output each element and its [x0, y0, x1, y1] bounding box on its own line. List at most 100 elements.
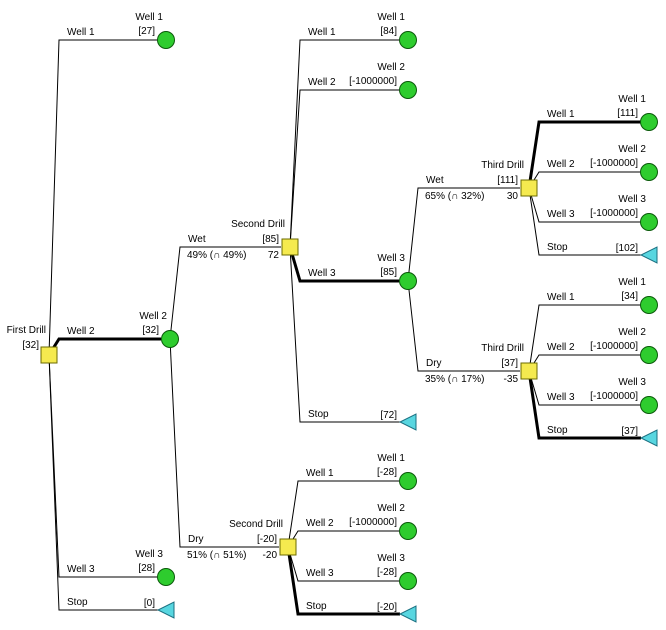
node-name: Well 3 [135, 549, 163, 560]
terminal-node-circle [399, 522, 417, 540]
branch-label: Stop [308, 409, 329, 420]
node-value: [-1000000] [349, 517, 397, 528]
node-value: [34] [621, 291, 638, 302]
branch-label: Well 2 [67, 326, 95, 337]
branch-label: Dry [426, 358, 442, 369]
node-extra-value: -20 [263, 550, 278, 561]
node-value: [-20] [257, 534, 277, 545]
edge [47, 337, 161, 356]
node-name: Second Drill [229, 519, 283, 530]
edge [528, 187, 641, 223]
edge [169, 338, 279, 548]
edge [528, 304, 641, 372]
edge [528, 354, 641, 372]
node-value: [-1000000] [349, 76, 397, 87]
node-name: Well 1 [377, 12, 405, 23]
terminal-node-circle [399, 81, 417, 99]
node-name: First Drill [7, 325, 46, 336]
edge [407, 280, 520, 372]
branch-label: Well 2 [306, 518, 334, 529]
node-name: Well 2 [377, 503, 405, 514]
terminal-node-circle [399, 472, 417, 490]
chance-node-circle [161, 330, 179, 348]
stop-terminal-triangle [398, 605, 417, 623]
terminal-node-circle [399, 31, 417, 49]
node-value: [27] [138, 26, 155, 37]
node-value: [32] [22, 340, 39, 351]
node-value: [32] [142, 325, 159, 336]
terminal-node-circle [157, 568, 175, 586]
terminal-node-circle [640, 113, 658, 131]
branch-probability: 49% (∩ 49%) [187, 250, 246, 261]
branch-label: Stop [547, 425, 568, 436]
terminal-node-circle [640, 213, 658, 231]
branch-label: Well 1 [308, 27, 336, 38]
branch-label: Well 2 [547, 159, 575, 170]
terminal-node-circle [157, 31, 175, 49]
chance-node-circle [399, 272, 417, 290]
node-value: [0] [144, 598, 155, 609]
edge [289, 89, 400, 248]
node-name: Second Drill [231, 219, 285, 230]
branch-label: Well 2 [308, 77, 336, 88]
edge [286, 546, 400, 616]
node-value: [37] [501, 358, 518, 369]
node-name: Well 3 [377, 553, 405, 564]
edge [528, 370, 641, 406]
node-extra-value: 72 [268, 250, 280, 261]
node-extra-value: 30 [507, 191, 519, 202]
branch-label: Well 1 [547, 109, 575, 120]
node-value: [85] [380, 267, 397, 278]
node-value: [102] [616, 243, 638, 254]
decision-node-square [40, 346, 58, 364]
branch-label: Dry [188, 534, 204, 545]
edge [527, 370, 641, 440]
nodes-layer [40, 31, 658, 623]
decision-node-square [520, 179, 538, 197]
terminal-node-circle [399, 572, 417, 590]
node-name: Well 3 [618, 194, 646, 205]
node-value: [-1000000] [590, 208, 638, 219]
terminal-node-circle [640, 346, 658, 364]
branch-label: Stop [306, 601, 327, 612]
node-value: [85] [262, 234, 279, 245]
branch-label: Stop [547, 242, 568, 253]
node-name: Well 1 [377, 453, 405, 464]
edge [288, 246, 399, 283]
edge [289, 39, 400, 248]
node-name: Third Drill [481, 160, 524, 171]
edge [287, 546, 400, 582]
node-value: [-1000000] [590, 341, 638, 352]
terminal-node-circle [640, 396, 658, 414]
edge [528, 171, 641, 189]
node-value: [-20] [377, 602, 397, 613]
node-name: Well 3 [377, 253, 405, 264]
node-value: [-28] [377, 567, 397, 578]
branch-probability: 35% (∩ 17%) [425, 374, 484, 385]
node-name: Well 2 [377, 62, 405, 73]
stop-terminal-triangle [639, 429, 658, 447]
branch-probability: 51% (∩ 51%) [187, 550, 246, 561]
terminal-node-circle [640, 296, 658, 314]
node-name: Well 3 [618, 377, 646, 388]
edge [407, 187, 520, 282]
edges-layer [47, 39, 641, 616]
stop-terminal-triangle [639, 246, 658, 264]
node-value: [84] [380, 26, 397, 37]
edge [287, 530, 400, 548]
branch-label: Well 3 [547, 209, 575, 220]
edge [527, 120, 641, 189]
node-value: [111] [497, 175, 518, 186]
decision-node-square [520, 362, 538, 380]
edge [48, 354, 158, 578]
branch-probability: 65% (∩ 32%) [425, 191, 484, 202]
terminal-node-circle [640, 163, 658, 181]
branch-label: Wet [188, 234, 206, 245]
node-value: [-1000000] [590, 391, 638, 402]
node-extra-value: -35 [504, 374, 519, 385]
edge [169, 246, 281, 340]
branch-label: Well 1 [67, 27, 95, 38]
node-value: [-1000000] [590, 158, 638, 169]
node-name: Well 2 [618, 327, 646, 338]
